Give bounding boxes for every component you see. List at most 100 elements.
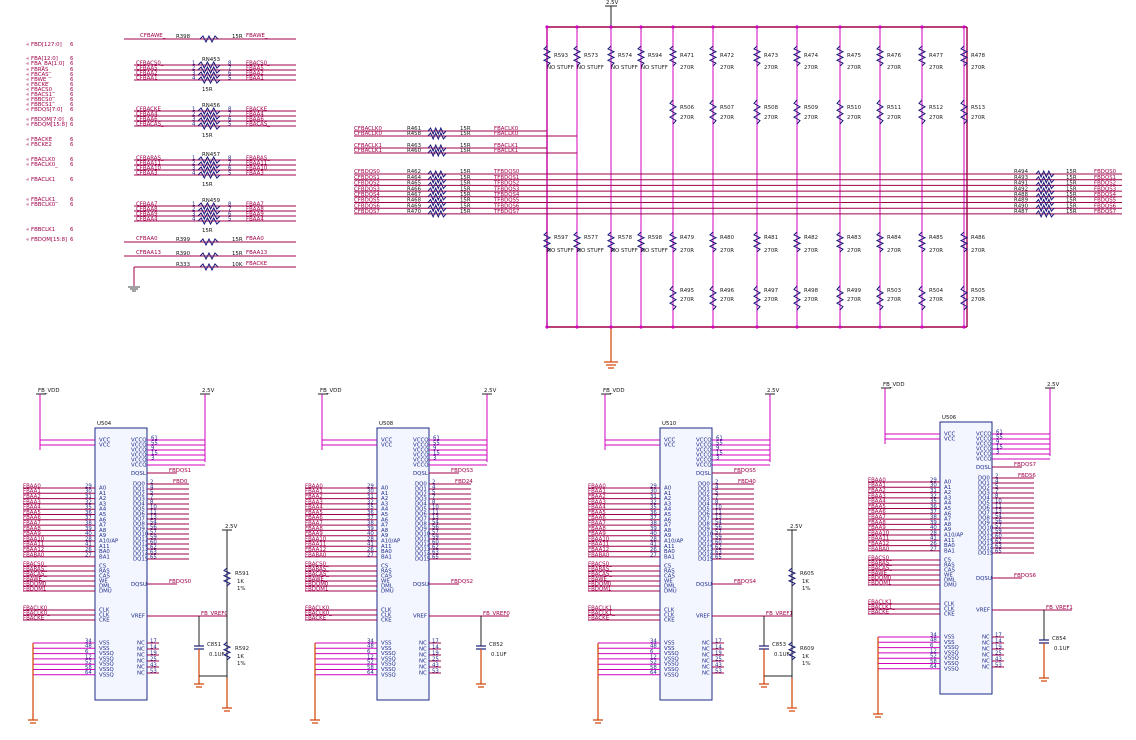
svg-text:A6: A6	[944, 511, 952, 517]
chip-dqs-label: FBDQS7	[1014, 462, 1036, 468]
port-label: FBACKE	[31, 137, 53, 143]
svg-text:7: 7	[715, 494, 718, 500]
svg-text:VSSQ: VSSQ	[944, 645, 959, 651]
svg-text:36: 36	[367, 510, 374, 516]
svg-text:64: 64	[367, 670, 374, 676]
chip-ctl-net: FBDQM1	[305, 586, 328, 592]
svg-text:17: 17	[432, 638, 439, 644]
svg-text:43: 43	[432, 662, 439, 668]
port-label: FBBCS0_	[31, 97, 55, 103]
term-val-low: 270R	[720, 297, 734, 303]
term-val-mid: 270R	[764, 115, 778, 121]
rn-pin: 7	[228, 206, 231, 212]
chip-addr-net: FBAA4	[588, 505, 606, 511]
svg-text:26: 26	[367, 547, 374, 553]
port-ref: 6	[70, 137, 74, 143]
svg-text:NC: NC	[137, 659, 145, 665]
port-label: FBACLK0_	[31, 162, 58, 168]
port-arrow-icon: «	[26, 92, 29, 98]
clk-net-right: FBACLK0	[494, 126, 519, 132]
chip-addr-net: FBAA5	[305, 510, 323, 516]
svg-text:VSSQ: VSSQ	[381, 662, 396, 668]
svg-text:60: 60	[432, 539, 439, 545]
svg-text:NC: NC	[419, 665, 427, 671]
svg-text:35: 35	[650, 505, 657, 511]
svg-text:DQ14: DQ14	[133, 552, 149, 558]
svg-text:DQSL: DQSL	[696, 471, 711, 477]
svg-text:29: 29	[930, 477, 937, 483]
svg-text:DQ7: DQ7	[133, 517, 145, 523]
rn-ref: RN457	[202, 152, 220, 158]
svg-text:DQ10: DQ10	[978, 526, 994, 532]
rn-net-right: FBAA3	[246, 170, 264, 176]
term-val-bot: 270R	[929, 248, 943, 254]
svg-text:DQ3: DQ3	[978, 491, 990, 497]
chip-ctl-net: FBDQM0	[588, 581, 612, 587]
term-val-low: 270R	[680, 297, 694, 303]
svg-text:A8: A8	[664, 528, 672, 534]
svg-text:A10/AP: A10/AP	[99, 539, 119, 545]
term-ref-top: R475	[847, 53, 861, 59]
chip-addr-net: FBAA12	[868, 541, 889, 547]
port-label: FBACLK1	[31, 177, 55, 183]
svg-text:8: 8	[715, 499, 719, 505]
svg-text:12: 12	[367, 654, 374, 660]
svg-text:VCCQ: VCCQ	[696, 448, 711, 454]
rn-pin: 8	[228, 155, 232, 161]
svg-text:BA0: BA0	[664, 549, 675, 555]
chip-addr-net: FBAA11	[868, 536, 889, 542]
svg-text:26: 26	[930, 541, 937, 547]
port-ref: 6	[70, 77, 74, 83]
port-ref: 6	[70, 237, 74, 243]
rn-pin: 1	[192, 155, 195, 161]
svg-text:14: 14	[715, 644, 722, 650]
svg-text:31: 31	[930, 488, 937, 494]
svg-text:32: 32	[650, 499, 657, 505]
chip-dq-net: FBD56	[1018, 473, 1036, 479]
term-ref-top: R574	[618, 53, 633, 59]
svg-text:VSS: VSS	[944, 635, 955, 641]
port-ref: 6	[70, 122, 74, 128]
port-arrow-icon: «	[26, 56, 29, 62]
clk-net-left: CFBACLK0_	[354, 131, 385, 137]
chip-addr-net: FBAA1	[23, 489, 41, 495]
chip-addr-net: FBAA4	[23, 505, 41, 511]
chip-addr-net: FBAA6	[23, 515, 41, 521]
svg-text:DQ6: DQ6	[133, 512, 145, 518]
dqs-net-left: CFBDQS6	[354, 203, 380, 209]
chip-vref-net: FB_VREF0	[483, 611, 510, 617]
svg-text:VREF: VREF	[413, 614, 427, 620]
clk-ref: R463	[407, 143, 421, 149]
svg-text:2: 2	[715, 479, 718, 485]
svg-text:48: 48	[650, 644, 657, 650]
chip-ctl-net: FBAWE_	[23, 576, 45, 582]
chip-clk-net: FBACKE	[588, 615, 610, 621]
rn-pin: 6	[228, 165, 232, 171]
dqs-val: 15R	[460, 192, 471, 198]
port-9: «FBBCS0_6	[26, 97, 74, 103]
rn-net-left: CFBACS0_	[136, 60, 164, 66]
svg-text:4: 4	[150, 484, 154, 490]
port-label: FBWE_	[31, 77, 49, 83]
divider-val: 1K	[237, 579, 244, 585]
svg-text:NC: NC	[982, 647, 990, 653]
rn-pin: 4	[192, 170, 196, 176]
chip-dqs0-label: FBDQS0	[169, 579, 192, 585]
divider-ref2: R609	[800, 646, 815, 652]
chip-ctl-net: FBACAS_	[588, 571, 612, 577]
svg-text:30: 30	[930, 483, 937, 489]
svg-text:DQ5: DQ5	[698, 507, 710, 513]
svg-text:VCC: VCC	[99, 438, 110, 444]
svg-text:A11: A11	[944, 538, 955, 544]
clk-ref: R460	[407, 148, 422, 154]
rn-pin: 6	[228, 70, 232, 76]
svg-text:VSSQ: VSSQ	[381, 672, 396, 678]
port-arrow-icon: «	[26, 97, 29, 103]
svg-text:CAS: CAS	[944, 568, 955, 574]
svg-text:DQ3: DQ3	[133, 497, 145, 503]
dqs-net-left: CFBDQS1	[354, 175, 380, 181]
port-7: «FBACS0_6	[26, 87, 74, 93]
chip-addr-net: FBAA3	[868, 493, 886, 499]
